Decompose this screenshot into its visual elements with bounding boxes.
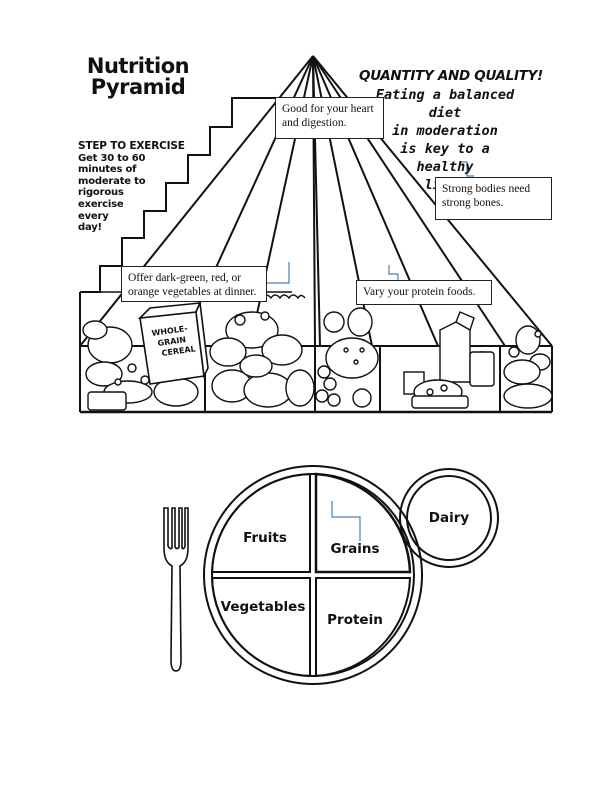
myplate-illustration — [203, 465, 499, 685]
fruits-food-illustration — [315, 307, 379, 408]
message-line-1: Eating a balanced diet — [375, 87, 515, 121]
plate-label-grains: Grains — [330, 541, 380, 557]
exercise-tip: STEP TO EXERCISE Get 30 to 60 minutes of… — [78, 140, 193, 234]
balanced-diet-message: Eating a balanced diet in moderation is … — [360, 86, 530, 194]
plate-label-protein: Protein — [327, 612, 383, 628]
exercise-line-6: every — [78, 210, 109, 222]
note-strong-bones: Strong bodies need strong bones. — [435, 177, 552, 220]
plate-label-dairy: Dairy — [428, 510, 470, 526]
message-line-4: healthy — [416, 159, 474, 175]
message-line-3: is key to a — [400, 141, 490, 157]
note-vegetables: Offer dark-green, red, or orange vegetab… — [121, 266, 267, 302]
exercise-staircase — [79, 97, 276, 412]
exercise-line-1: Get 30 to 60 — [78, 152, 146, 164]
plate-label-fruits: Fruits — [243, 530, 287, 546]
exercise-line-3: moderate to — [78, 175, 146, 187]
exercise-line-2: minutes of — [78, 164, 137, 176]
message-line-2: in moderation — [392, 123, 498, 139]
note-heart-digestion: Good for your heart and digestion. — [275, 97, 384, 139]
protein-food-illustration — [503, 325, 553, 409]
exercise-line-7: day! — [78, 222, 102, 234]
cereal-box-line-2: GRAIN — [157, 335, 187, 348]
quantity-quality-headline: QUANTITY AND QUALITY! — [359, 68, 543, 84]
vegetables-food-illustration — [209, 294, 315, 408]
pyramid-title: Nutrition Pyramid — [78, 56, 198, 98]
fork-icon — [163, 507, 189, 672]
exercise-heading: STEP TO EXERCISE — [78, 140, 185, 152]
note-protein: Vary your protein foods. — [356, 280, 492, 305]
exercise-line-4: rigorous — [78, 187, 124, 199]
grains-food-illustration — [82, 320, 199, 411]
plate-label-vegetables: Vegetables — [220, 599, 306, 615]
pyramid-title-line-1: Nutrition — [86, 54, 190, 78]
note-connectors — [264, 161, 474, 541]
cereal-box-icon — [137, 300, 209, 385]
pyramid-title-line-2: Pyramid — [90, 75, 186, 99]
exercise-line-5: exercise — [78, 198, 124, 210]
dairy-food-illustration — [403, 311, 495, 409]
